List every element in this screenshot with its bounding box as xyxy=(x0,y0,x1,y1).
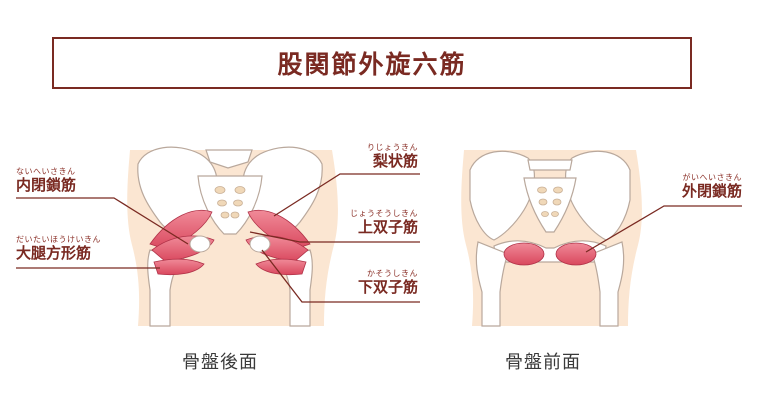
caption-front-view: 骨盤前面 xyxy=(505,352,581,373)
title-box: 股関節外旋六筋 xyxy=(52,37,692,89)
label-kasoushikin-ruby: かそうしきん xyxy=(367,269,418,278)
label-gaiheisakin-ruby: がいへいさきん xyxy=(682,173,742,182)
sacrum-back xyxy=(197,175,263,235)
caption-back-view: 骨盤後面 xyxy=(182,352,258,373)
label-jousoushikin: じょうそうしきん 上双子筋 xyxy=(330,208,418,236)
leader-line-rijoukin xyxy=(273,173,420,217)
sacrum-front xyxy=(523,177,577,233)
lumbar-vertebra-back xyxy=(205,149,253,169)
label-daitaihoukeikin-name: 大腿方形筋 xyxy=(16,244,92,262)
right-ilium-front xyxy=(565,150,631,241)
label-rijoukin-name: 梨状筋 xyxy=(372,152,418,170)
label-rijoukin-ruby: りじょうきん xyxy=(367,143,418,152)
label-gaiheisakin-name: 外閉鎖筋 xyxy=(681,182,742,200)
left-obturator-externus-muscle xyxy=(503,242,545,266)
leader-line-jousoushikin xyxy=(249,231,420,243)
pelvis-back-view xyxy=(127,146,338,327)
lumbar-vertebra-front xyxy=(527,159,573,171)
page-title: 股関節外旋六筋 xyxy=(277,50,467,79)
label-jousoushikin-ruby: じょうそうしきん xyxy=(350,209,418,218)
label-jousoushikin-name: 上双子筋 xyxy=(357,218,418,236)
right-femur-front xyxy=(591,241,625,327)
label-gaiheisakin: がいへいさきん 外閉鎖筋 xyxy=(656,172,742,200)
label-daitaihoukeikin: だいたいほうけいきん 大腿方形筋 xyxy=(16,234,101,262)
label-rijoukin: りじょうきん 梨状筋 xyxy=(346,142,418,170)
left-ilium-front xyxy=(469,150,535,241)
label-kasoushikin-name: 下双子筋 xyxy=(357,278,418,296)
label-naiheisakin: ないへいさきん 内閉鎖筋 xyxy=(16,166,76,194)
leader-line-kasoushikin xyxy=(261,249,420,303)
right-obturator-externus-muscle xyxy=(555,242,597,266)
label-naiheisakin-name: 内閉鎖筋 xyxy=(16,176,77,194)
leader-line-naiheisakin xyxy=(16,197,189,245)
leader-line-gaiheisakin xyxy=(585,205,742,253)
label-kasoushikin: かそうしきん 下双子筋 xyxy=(330,268,418,296)
label-daitaihoukeikin-ruby: だいたいほうけいきん xyxy=(16,235,101,244)
right-quadratus-femoris-muscle xyxy=(255,258,307,276)
pelvis-front-view xyxy=(461,150,642,327)
label-naiheisakin-ruby: ないへいさきん xyxy=(16,167,76,176)
left-femur-front xyxy=(475,241,509,327)
left-quadratus-femoris-muscle xyxy=(153,258,205,276)
